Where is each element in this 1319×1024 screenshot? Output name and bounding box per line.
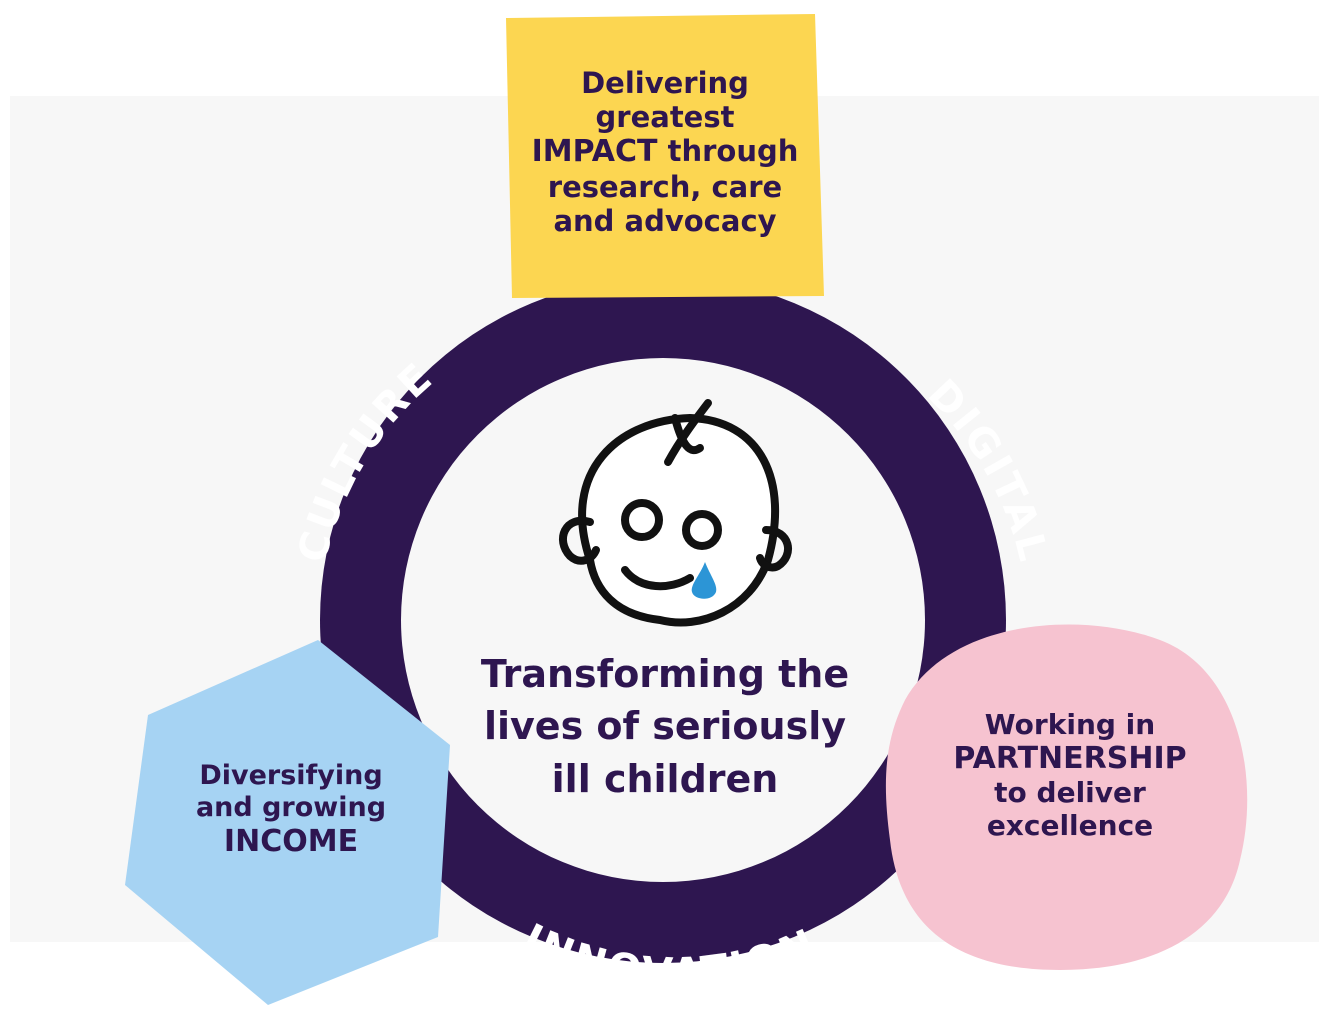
center-line-3: ill children [551,756,779,801]
center-title: Transforming the lives of seriously ill … [420,648,910,805]
income-keyword: INCOME [223,823,359,859]
income-text: Diversifying and growing INCOME [160,760,422,859]
tear-drop-icon [691,562,717,599]
partnership-line-1: Working in [984,708,1156,741]
impact-line-3: IMPACT through [512,134,818,169]
impact-keyword: IMPACT [531,134,658,170]
impact-text: Delivering greatest IMPACT through resea… [512,66,818,238]
impact-line-3-rest: through [667,134,799,169]
child-face-icon [558,399,792,627]
impact-line-5: and advocacy [553,204,777,239]
partnership-keyword: PARTNERSHIP [953,741,1187,777]
partnership-line-3: excellence [986,809,1154,843]
center-line-1: Transforming the [480,652,850,696]
impact-line-4: research, care [547,169,783,204]
income-line-2: and growing [195,791,387,823]
impact-box [506,14,824,298]
partnership-text: Working in PARTNERSHIP to deliver excell… [900,708,1240,842]
income-box [125,640,450,1005]
impact-line-1: Delivering [581,66,749,100]
income-line-1: Diversifying [199,760,383,791]
center-line-2: lives of seriously [483,704,847,749]
partnership-line-2: to deliver [994,776,1146,810]
partnership-box [885,624,1248,970]
impact-line-2: greatest [595,100,735,135]
